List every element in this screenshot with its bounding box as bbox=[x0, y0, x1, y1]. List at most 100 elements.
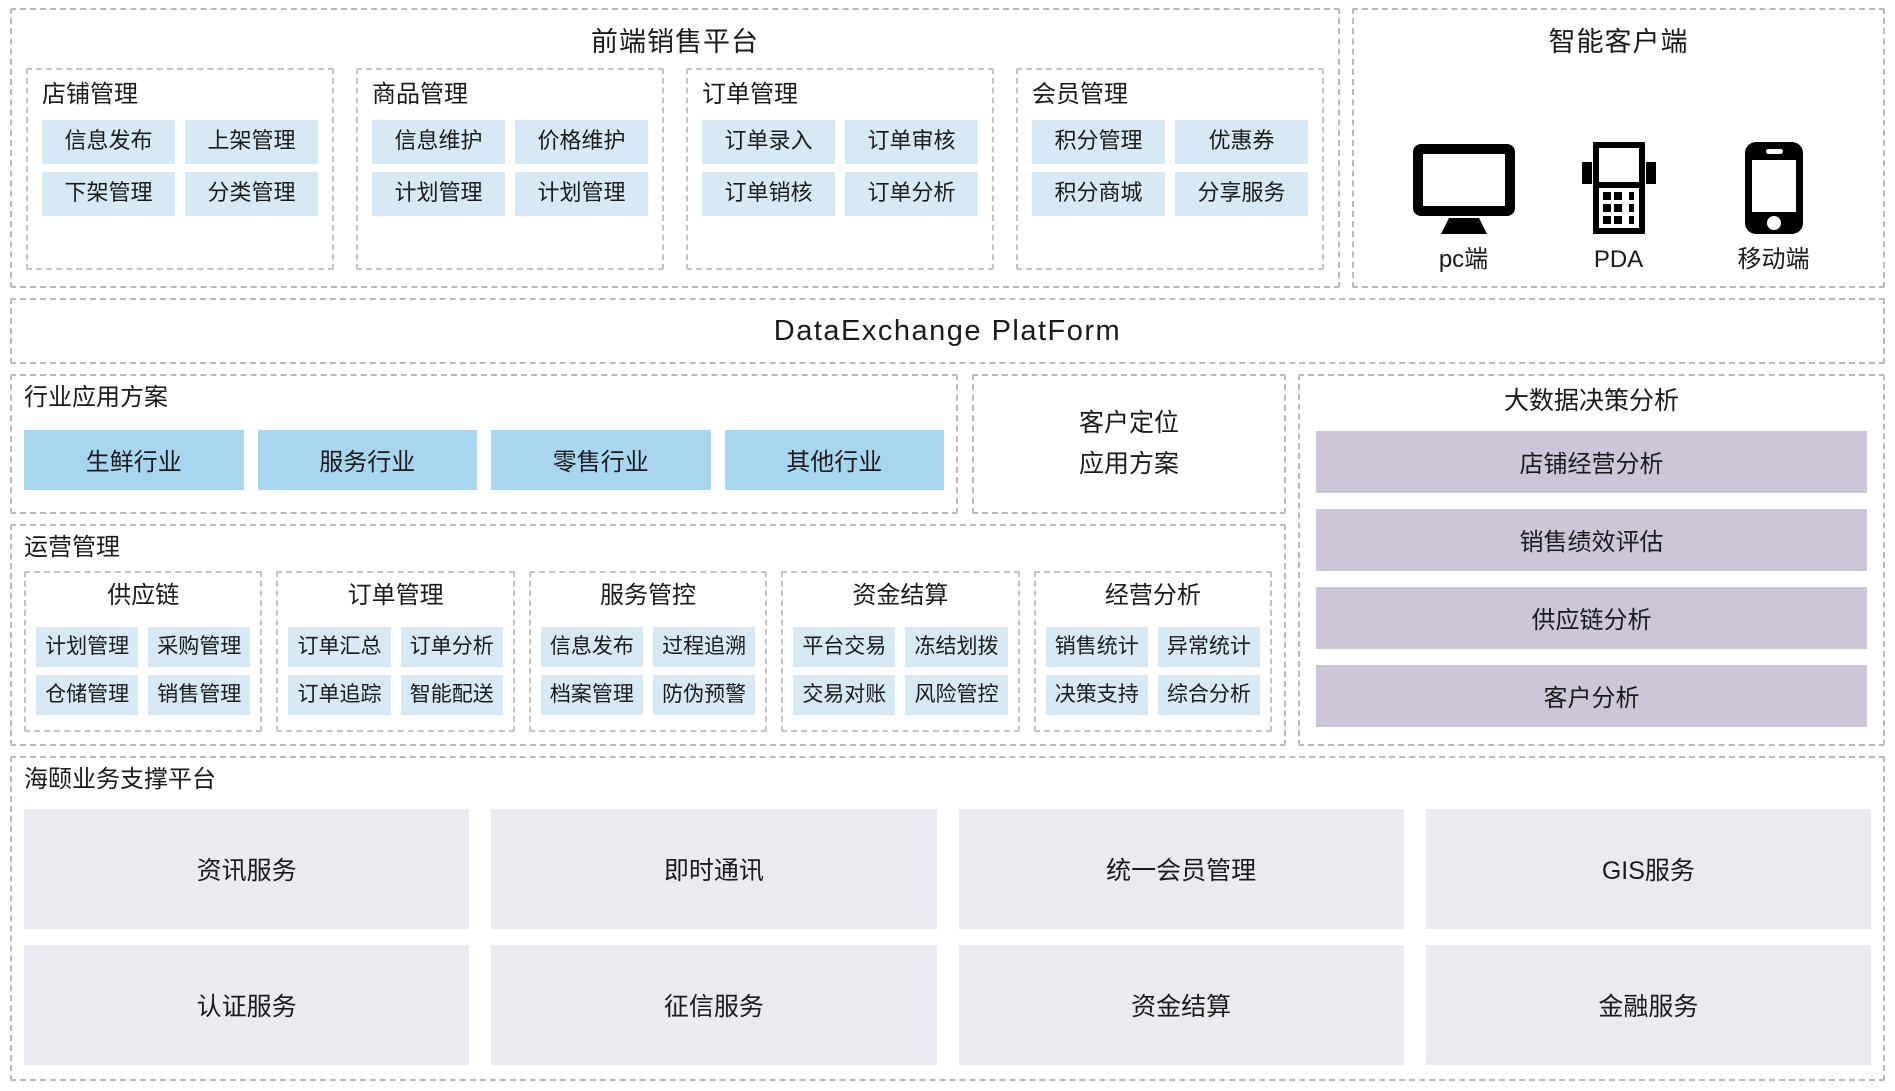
ops-group-title: 服务管控 bbox=[600, 581, 697, 609]
smartphone-icon bbox=[1718, 136, 1830, 236]
chip-item[interactable]: 信息发布 bbox=[42, 120, 175, 164]
chip-item[interactable]: 积分商城 bbox=[1032, 171, 1165, 216]
industry-solutions-title: 行业应用方案 bbox=[24, 384, 168, 411]
chip-item[interactable]: 订单录入 bbox=[702, 120, 835, 164]
monitor-icon bbox=[1408, 136, 1520, 236]
ops-group-title: 供应链 bbox=[107, 581, 180, 609]
smart-client-title: 智能客户端 bbox=[1548, 27, 1689, 57]
chip-item[interactable]: 采购管理 bbox=[148, 626, 251, 668]
chip-item[interactable]: 上架管理 bbox=[185, 120, 318, 164]
device-pc[interactable]: pc端 bbox=[1408, 136, 1520, 272]
frontend-sales-platform-panel: 前端销售平台 店铺管理 信息发布 上架管理 下架管理 分类管理 商品管理 信息维… bbox=[10, 8, 1340, 288]
ops-group-title: 经营分析 bbox=[1104, 581, 1201, 609]
chip-item[interactable]: 分享服务 bbox=[1175, 171, 1308, 216]
device-mobile[interactable]: 移动端 bbox=[1718, 136, 1830, 272]
operations-group-list: 供应链 计划管理 采购管理 仓储管理 销售管理 订单管理 订单汇总 订单分析 bbox=[24, 570, 1273, 732]
chip-item[interactable]: 销售管理 bbox=[148, 675, 251, 716]
ops-group-items: 信息发布 过程追溯 档案管理 防伪预警 bbox=[540, 626, 756, 716]
group-store-management: 店铺管理 信息发布 上架管理 下架管理 分类管理 bbox=[26, 68, 334, 270]
chip-item[interactable]: 档案管理 bbox=[540, 675, 644, 716]
chip-item[interactable]: 平台交易 bbox=[793, 626, 896, 668]
group-title: 会员管理 bbox=[1032, 81, 1128, 109]
group-title: 店铺管理 bbox=[42, 81, 138, 109]
chip-item[interactable]: 订单分析 bbox=[400, 626, 503, 668]
chip-item[interactable]: 交易对账 bbox=[793, 675, 896, 716]
support-item-list: 资讯服务 即时通讯 统一会员管理 GIS服务 认证服务 征信服务 资金结算 金融… bbox=[24, 808, 1871, 1065]
support-item[interactable]: 征信服务 bbox=[491, 944, 937, 1065]
support-item[interactable]: 资讯服务 bbox=[24, 808, 470, 929]
bigdata-item[interactable]: 供应链分析 bbox=[1316, 587, 1867, 649]
ops-group-items: 订单汇总 订单分析 订单追踪 智能配送 bbox=[288, 626, 503, 716]
chip-item[interactable]: 分类管理 bbox=[185, 171, 318, 216]
business-support-platform-title: 海颐业务支撑平台 bbox=[24, 766, 216, 793]
industry-item[interactable]: 生鲜行业 bbox=[24, 430, 244, 491]
bigdata-decision-analysis-title: 大数据决策分析 bbox=[1503, 387, 1679, 415]
industry-and-locate-row: 行业应用方案 生鲜行业 服务行业 零售行业 其他行业 客户定位 应用方案 bbox=[10, 374, 1286, 514]
customer-positioning-panel: 客户定位 应用方案 bbox=[972, 374, 1286, 514]
group-items: 信息发布 上架管理 下架管理 分类管理 bbox=[42, 120, 318, 216]
industry-item[interactable]: 零售行业 bbox=[491, 430, 711, 491]
middle-row: 行业应用方案 生鲜行业 服务行业 零售行业 其他行业 客户定位 应用方案 运营管… bbox=[10, 374, 1885, 746]
support-item[interactable]: 统一会员管理 bbox=[958, 808, 1404, 929]
group-title: 商品管理 bbox=[372, 81, 468, 109]
top-row: 前端销售平台 店铺管理 信息发布 上架管理 下架管理 分类管理 商品管理 信息维… bbox=[10, 8, 1885, 288]
bigdata-item[interactable]: 销售绩效评估 bbox=[1316, 509, 1867, 571]
ops-group-title: 资金结算 bbox=[852, 581, 949, 609]
group-order-management: 订单管理 订单录入 订单审核 订单销核 订单分析 bbox=[686, 68, 994, 270]
chip-item[interactable]: 风险管控 bbox=[905, 675, 1008, 716]
bigdata-decision-analysis-panel: 大数据决策分析 店铺经营分析 销售绩效评估 供应链分析 客户分析 bbox=[1298, 374, 1885, 746]
support-item[interactable]: 即时通讯 bbox=[491, 808, 937, 929]
chip-item[interactable]: 过程追溯 bbox=[653, 626, 756, 668]
bigdata-item[interactable]: 客户分析 bbox=[1316, 665, 1867, 727]
group-member-management: 会员管理 积分管理 优惠券 积分商城 分享服务 bbox=[1016, 68, 1324, 270]
middle-left-stack: 行业应用方案 生鲜行业 服务行业 零售行业 其他行业 客户定位 应用方案 运营管… bbox=[10, 374, 1286, 746]
chip-item[interactable]: 决策支持 bbox=[1045, 675, 1148, 716]
ops-group-items: 平台交易 冻结划拨 交易对账 风险管控 bbox=[793, 626, 1008, 716]
ops-group-fund-settlement: 资金结算 平台交易 冻结划拨 交易对账 风险管控 bbox=[781, 570, 1020, 732]
chip-item[interactable]: 下架管理 bbox=[42, 171, 175, 216]
chip-item[interactable]: 信息维护 bbox=[372, 120, 505, 164]
chip-item[interactable]: 订单销核 bbox=[702, 171, 835, 216]
frontend-platform-title: 前端销售平台 bbox=[591, 27, 759, 57]
device-pda[interactable]: PDA bbox=[1563, 136, 1675, 272]
chip-item[interactable]: 订单追踪 bbox=[288, 675, 391, 716]
chip-item[interactable]: 信息发布 bbox=[540, 626, 644, 668]
chip-item[interactable]: 计划管理 bbox=[36, 626, 139, 668]
industry-item[interactable]: 其他行业 bbox=[724, 430, 944, 491]
bigdata-item[interactable]: 店铺经营分析 bbox=[1316, 431, 1867, 493]
device-label: 移动端 bbox=[1737, 246, 1810, 273]
bigdata-item-list: 店铺经营分析 销售绩效评估 供应链分析 客户分析 bbox=[1316, 428, 1867, 730]
group-items: 积分管理 优惠券 积分商城 分享服务 bbox=[1032, 120, 1308, 216]
chip-item[interactable]: 防伪预警 bbox=[653, 675, 756, 716]
chip-item[interactable]: 优惠券 bbox=[1175, 120, 1308, 164]
data-exchange-platform-band: DataExchange PlatForm bbox=[10, 298, 1885, 364]
support-item[interactable]: GIS服务 bbox=[1425, 808, 1871, 929]
chip-item[interactable]: 订单审核 bbox=[845, 120, 978, 164]
chip-item[interactable]: 综合分析 bbox=[1157, 675, 1261, 716]
chip-item[interactable]: 订单分析 bbox=[845, 171, 978, 216]
chip-item[interactable]: 积分管理 bbox=[1032, 120, 1165, 164]
group-product-management: 商品管理 信息维护 价格维护 计划管理 计划管理 bbox=[356, 68, 664, 270]
chip-item[interactable]: 销售统计 bbox=[1045, 626, 1148, 668]
data-exchange-platform-title: DataExchange PlatForm bbox=[773, 314, 1122, 347]
industry-item-list: 生鲜行业 服务行业 零售行业 其他行业 bbox=[24, 421, 944, 500]
support-item[interactable]: 认证服务 bbox=[24, 944, 470, 1065]
industry-item[interactable]: 服务行业 bbox=[257, 430, 477, 491]
chip-item[interactable]: 计划管理 bbox=[515, 171, 648, 216]
support-item[interactable]: 资金结算 bbox=[958, 944, 1404, 1065]
chip-item[interactable]: 订单汇总 bbox=[288, 626, 391, 668]
chip-item[interactable]: 冻结划拨 bbox=[905, 626, 1008, 668]
support-item[interactable]: 金融服务 bbox=[1425, 944, 1871, 1065]
device-label: pc端 bbox=[1438, 246, 1489, 273]
chip-item[interactable]: 计划管理 bbox=[372, 171, 505, 216]
chip-item[interactable]: 智能配送 bbox=[400, 675, 503, 716]
ops-group-items: 销售统计 异常统计 决策支持 综合分析 bbox=[1045, 626, 1261, 716]
chip-item[interactable]: 异常统计 bbox=[1157, 626, 1261, 668]
chip-item[interactable]: 价格维护 bbox=[515, 120, 648, 164]
group-items: 信息维护 价格维护 计划管理 计划管理 bbox=[372, 120, 648, 216]
customer-positioning-line2: 应用方案 bbox=[1078, 450, 1179, 478]
operations-management-title: 运营管理 bbox=[24, 534, 120, 561]
business-support-platform-panel: 海颐业务支撑平台 资讯服务 即时通讯 统一会员管理 GIS服务 认证服务 征信服… bbox=[10, 756, 1885, 1081]
chip-item[interactable]: 仓储管理 bbox=[36, 675, 139, 716]
group-title: 订单管理 bbox=[702, 81, 798, 109]
